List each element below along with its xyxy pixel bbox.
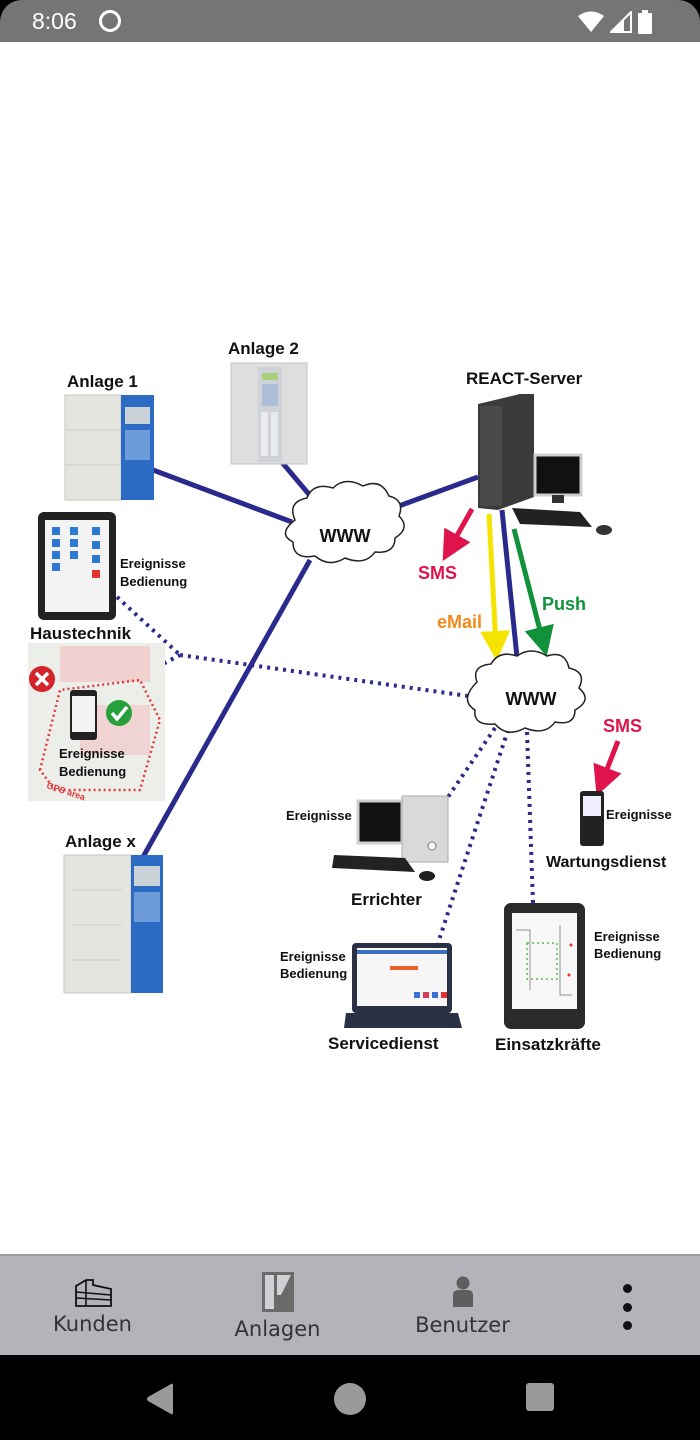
building-icon: [74, 1279, 112, 1307]
more-vert-icon[interactable]: [612, 1284, 642, 1330]
server-monitor: [533, 453, 583, 497]
errichter-label: Errichter: [351, 890, 422, 909]
status-time: 8:06: [32, 8, 77, 34]
server-label: REACT-Server: [466, 369, 583, 388]
www-cloud-bottom: WWW: [466, 650, 586, 733]
server-mouse: [596, 525, 612, 535]
einsatzkraefte-caption-1: Ereignisse: [594, 929, 660, 944]
email-label: eMail: [437, 612, 482, 632]
dotted-links: [99, 595, 535, 944]
servicedienst-caption-2: Bedienung: [280, 966, 347, 981]
bottom-nav: Kunden Anlagen Benutzer: [0, 1254, 700, 1355]
battery-icon: [638, 10, 652, 34]
haustechnik-label: Haustechnik: [30, 624, 132, 643]
wartungsdienst-label: Wartungsdienst: [546, 854, 667, 871]
anlage1-node: Anlage 1: [64, 372, 154, 501]
user-icon: [452, 1276, 473, 1307]
status-icons: [578, 10, 652, 34]
servicedienst-node: Ereignisse Bedienung Servicedienst: [280, 943, 462, 1053]
link-hub-www2: [179, 653, 476, 699]
sms-label-wartung: SMS: [603, 716, 642, 736]
system-nav-bar: [0, 1355, 700, 1440]
www-top-label: WWW: [320, 526, 371, 546]
www-bottom-label: WWW: [506, 689, 557, 709]
anlage1-label: Anlage 1: [67, 372, 138, 391]
email-arrow: [480, 513, 511, 661]
errichter-keyboard: [332, 855, 415, 872]
link-server-www2: [499, 509, 521, 668]
react-server-node: REACT-Server: [466, 369, 612, 535]
gps-caption-1: Ereignisse: [59, 746, 125, 761]
sms-arrow-wartung: [593, 740, 622, 796]
link-anlage1-www: [152, 467, 293, 525]
wartungsdienst-caption: Ereignisse: [606, 807, 672, 822]
anlage2-label: Anlage 2: [228, 339, 299, 358]
wifi-icon: [578, 11, 604, 32]
nav-label-anlagen: Anlagen: [234, 1317, 321, 1341]
errichter-tower: [401, 795, 449, 863]
haustechnik-caption-2: Bedienung: [120, 574, 187, 589]
link-haustechnik-hub: [115, 595, 182, 657]
sms-arrow-server: [442, 507, 475, 562]
status-bar: 8:06: [0, 0, 700, 42]
nav-item-kunden[interactable]: Kunden: [40, 1256, 145, 1356]
einsatzkraefte-node: Ereignisse Bedienung Einsatzkräfte: [495, 903, 661, 1054]
servicedienst-caption-1: Ereignisse: [280, 949, 346, 964]
content-area: SMS eMail Push SMS WWW WWW Anlage 1 Anla…: [0, 42, 700, 1254]
nav-label-benutzer: Benutzer: [415, 1313, 510, 1337]
server-keyboard: [512, 508, 592, 527]
recents-icon[interactable]: [526, 1383, 554, 1411]
signal-icon: [610, 11, 632, 33]
nav-item-anlagen[interactable]: Anlagen: [225, 1256, 330, 1356]
servicedienst-label: Servicedienst: [328, 1034, 439, 1053]
anlagex-label: Anlage x: [65, 832, 136, 851]
sms-label-server: SMS: [418, 563, 457, 583]
link-server-www: [387, 474, 479, 513]
push-label: Push: [542, 594, 586, 614]
anlagex-cabinet: [63, 854, 132, 994]
www-cloud-top: WWW: [284, 480, 405, 564]
errichter-monitor: [356, 799, 404, 845]
haustechnik-caption-1: Ereignisse: [120, 556, 186, 571]
nav-label-kunden: Kunden: [53, 1312, 132, 1336]
panel-icon: [261, 1272, 294, 1312]
network-diagram: SMS eMail Push SMS WWW WWW Anlage 1 Anla…: [28, 339, 672, 1054]
errichter-node: Ereignisse Errichter: [286, 795, 449, 909]
solid-links: [140, 458, 521, 859]
gps-inside-icon: [106, 700, 132, 726]
anlage1-cabinet: [64, 394, 122, 501]
gps-caption-2: Bedienung: [59, 764, 126, 779]
haustechnik-node: Ereignisse Bedienung Haustechnik: [30, 512, 187, 643]
back-icon[interactable]: [145, 1383, 175, 1415]
einsatzkraefte-caption-2: Bedienung: [594, 946, 661, 961]
link-www2-einsatz: [525, 731, 535, 904]
link-anlagex-www: [140, 558, 313, 859]
link-www2-servicedienst: [436, 729, 510, 944]
gps-map-node: Ereignisse Bedienung GPS area: [28, 643, 165, 803]
nav-item-benutzer[interactable]: Benutzer: [410, 1256, 515, 1356]
errichter-caption: Ereignisse: [286, 808, 352, 823]
wartungsdienst-node: Ereignisse Wartungsdienst: [546, 791, 672, 871]
einsatzkraefte-label: Einsatzkräfte: [495, 1035, 601, 1054]
anlagex-node: Anlage x: [63, 832, 163, 994]
anlage2-node: Anlage 2: [228, 339, 308, 465]
link-www2-errichter: [446, 726, 497, 799]
home-icon[interactable]: [334, 1383, 366, 1415]
push-arrow: [511, 528, 554, 657]
app-notification-icon: [99, 10, 121, 32]
